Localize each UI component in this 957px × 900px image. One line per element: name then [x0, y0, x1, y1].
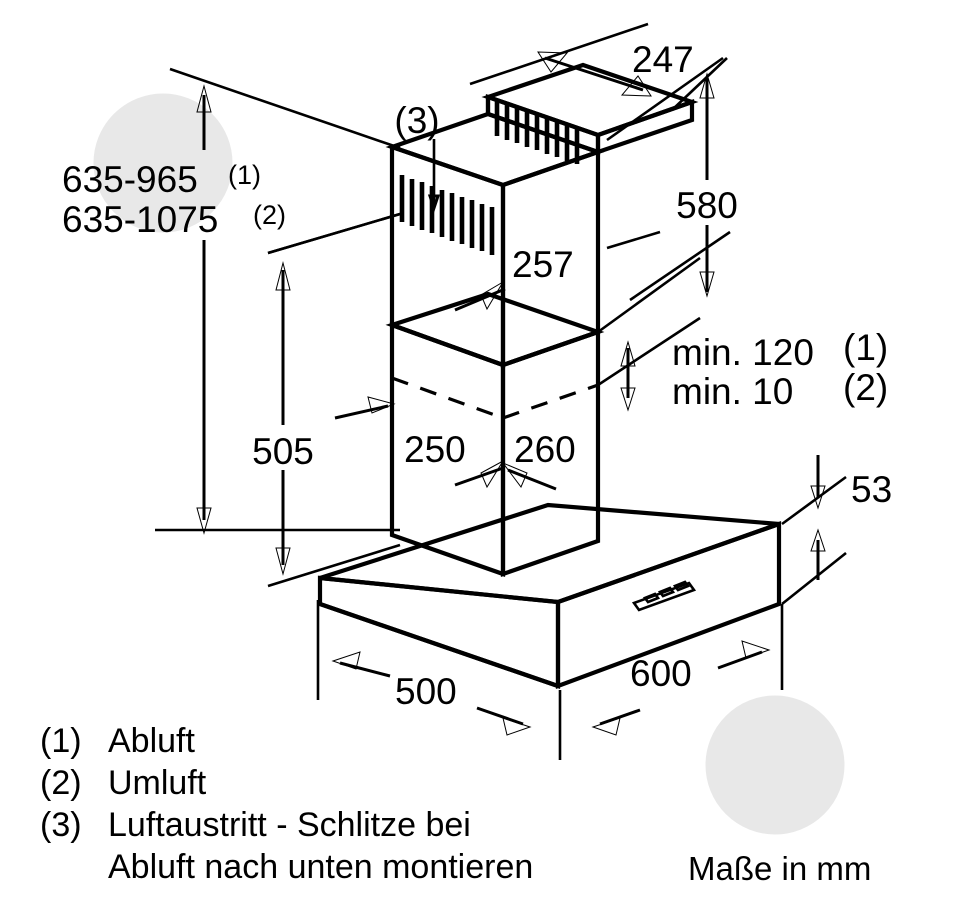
dim-53	[781, 455, 847, 606]
vent-slots-front	[399, 175, 495, 255]
watermark-bottom-right	[705, 695, 845, 835]
dim-250-label: 250	[404, 429, 466, 470]
legend: (1) Abluft (2) Umluft (3) Luftaustritt -…	[40, 722, 533, 886]
watermark-top-left	[93, 93, 233, 233]
legend-ref-3: (3)	[40, 806, 82, 844]
dim-250	[390, 378, 505, 535]
legend-text-2: Umluft	[108, 764, 207, 802]
lower-chimney-pointer	[334, 396, 396, 420]
legend-ref-1: (1)	[40, 722, 82, 760]
dim-600	[591, 604, 784, 736]
units-note: Maße in mm	[688, 850, 871, 887]
legend-ref-2: (2)	[40, 764, 82, 802]
control-panel[interactable]	[631, 580, 697, 612]
dim-min-10-label: min. 10	[672, 371, 793, 412]
dim-260-label: 260	[514, 429, 576, 470]
vent-callout-label: (3)	[394, 100, 439, 141]
dim-height-range-2-label: 635-1075	[62, 199, 218, 240]
dim-53-label: 53	[851, 469, 892, 510]
dim-580	[629, 57, 731, 302]
legend-text-1: Abluft	[108, 722, 195, 760]
dim-247-label: 247	[632, 39, 694, 80]
vent-callout-leader	[427, 139, 441, 213]
hood-canopy	[317, 502, 782, 690]
vent-slots-top	[494, 101, 580, 164]
dim-min-120-ref: (1)	[843, 327, 888, 368]
telescoping-boundary-dashed	[391, 376, 599, 420]
dim-height-range-2-ref: (2)	[253, 200, 286, 230]
dim-min-10-ref: (2)	[843, 367, 888, 408]
dim-height-range	[155, 67, 401, 535]
legend-text-3: Luftaustritt - Schlitze bei	[108, 806, 471, 844]
dim-600-label: 600	[630, 653, 692, 694]
dim-257-label: 257	[512, 244, 574, 285]
dim-height-range-1-label: 635-965	[62, 159, 198, 200]
dim-min-distance	[597, 230, 701, 412]
legend-text-3-cont: Abluft nach unten montieren	[108, 848, 533, 886]
chimney-top-section	[481, 62, 699, 155]
dim-500	[316, 600, 562, 760]
dim-580-label: 580	[676, 185, 738, 226]
dim-min-120-label: min. 120	[672, 332, 814, 373]
dim-height-range-1-ref: (1)	[228, 160, 261, 190]
dim-257	[454, 152, 600, 365]
dim-500-label: 500	[395, 671, 457, 712]
dim-505-label: 505	[252, 431, 314, 472]
dim-260	[501, 418, 557, 574]
dim-247	[469, 22, 724, 142]
